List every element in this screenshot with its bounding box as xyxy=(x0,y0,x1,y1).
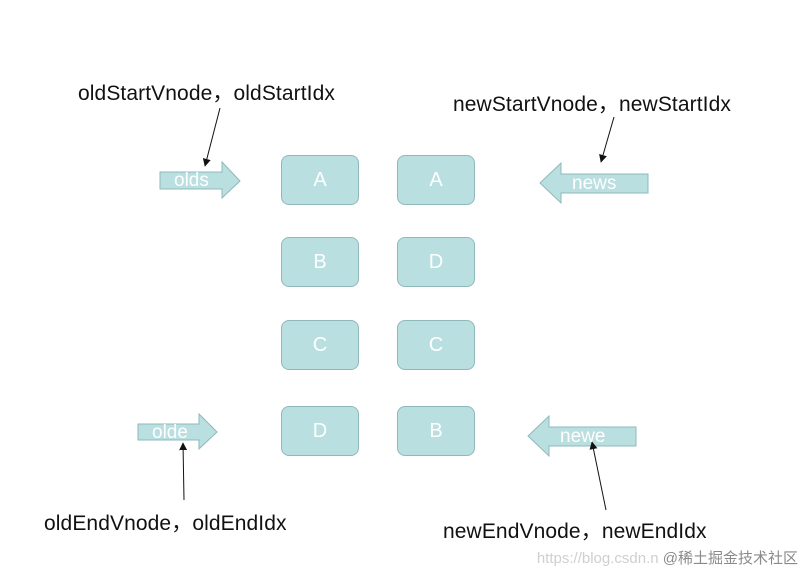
old-vnode-1: A xyxy=(281,155,359,205)
new-end-label: newEndVnode，newEndIdx xyxy=(443,520,707,543)
watermark-url: https://blog.csdn.n xyxy=(536,550,659,567)
olds-pointer-arrow xyxy=(159,160,241,200)
watermark: https://blog.csdn.n @稀土掘金技术社区 xyxy=(537,547,798,568)
old-vnode-3: C xyxy=(281,320,359,370)
old-vnode-4: D xyxy=(281,406,359,456)
news-pointer-arrow xyxy=(539,161,649,205)
old-start-label: oldStartVnode，oldStartIdx xyxy=(78,82,335,105)
olds-pointer-label: olds xyxy=(174,170,209,191)
new-vnode-4: B xyxy=(397,406,475,456)
watermark-text: @稀土掘金技术社区 xyxy=(662,550,798,567)
new-end-connector xyxy=(589,441,607,511)
new-vnode-3: C xyxy=(397,320,475,370)
old-start-connector xyxy=(202,107,221,167)
new-vnode-1: A xyxy=(397,155,475,205)
new-start-label: newStartVnode，newStartIdx xyxy=(453,93,731,116)
old-end-label: oldEndVnode，oldEndIdx xyxy=(44,512,287,535)
newe-pointer-arrow xyxy=(527,414,637,458)
new-start-connector xyxy=(599,116,615,163)
old-end-connector xyxy=(179,442,188,501)
old-vnode-2: B xyxy=(281,237,359,287)
olde-pointer-arrow xyxy=(137,412,218,451)
news-pointer-label: news xyxy=(572,173,617,194)
newe-pointer-label: newe xyxy=(560,426,606,447)
new-vnode-2: D xyxy=(397,237,475,287)
olde-pointer-label: olde xyxy=(152,422,188,443)
